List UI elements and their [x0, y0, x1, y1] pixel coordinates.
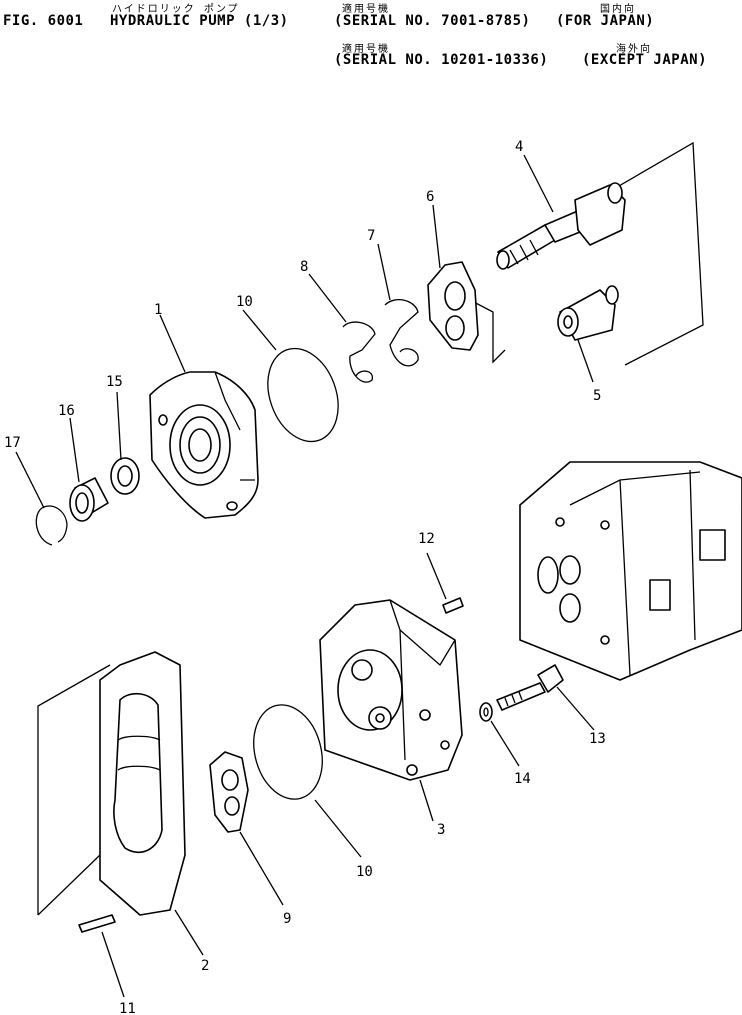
callout-17: 17 — [4, 435, 21, 451]
serial-tag-2: 適用号機 — [342, 44, 390, 55]
callout-10b: 10 — [356, 864, 373, 880]
callout-4: 4 — [515, 139, 523, 155]
callout-2: 2 — [201, 958, 209, 974]
callout-10a: 10 — [236, 294, 253, 310]
pin-12-part — [442, 597, 464, 614]
serial-tag-1: 適用号機 — [342, 4, 390, 15]
o-ring-lower-part — [253, 704, 323, 800]
callout-3: 3 — [437, 822, 445, 838]
plate-link-line — [469, 299, 506, 364]
drive-shaft-part — [496, 182, 626, 270]
pump-housing-part — [519, 461, 742, 681]
callout-9: 9 — [283, 911, 291, 927]
callout-5: 5 — [593, 388, 601, 404]
region-tag-2: 海外向 — [616, 44, 652, 55]
serial-range-2: (SERIAL NO. 10201-10336) — [334, 52, 549, 68]
gasket-plate-part — [209, 751, 249, 833]
seal-ring-15-inner — [117, 465, 133, 487]
title-en: HYDRAULIC PUMP (1/3) — [110, 13, 289, 29]
shaft-group-bracket — [611, 141, 704, 366]
region-tag-1: 国内向 — [600, 4, 636, 15]
callout-1: 1 — [154, 302, 162, 318]
region-2: (EXCEPT JAPAN) — [582, 52, 708, 68]
washer-14-hole — [483, 707, 489, 717]
callout-8: 8 — [300, 259, 308, 275]
front-cover-part — [149, 371, 259, 519]
callout-15: 15 — [106, 374, 123, 390]
bearing-16-part — [69, 477, 109, 522]
rear-plate-part — [99, 651, 186, 916]
region-1: (FOR JAPAN) — [556, 13, 655, 29]
driven-gear-part — [557, 285, 619, 341]
pin-11-part — [78, 914, 116, 933]
rear-assembly-bracket-lower — [37, 854, 101, 916]
callout-6: 6 — [426, 189, 434, 205]
seal-8-part — [342, 321, 376, 383]
callout-7: 7 — [367, 228, 375, 244]
callout-12: 12 — [418, 531, 435, 547]
pump-body-part — [319, 599, 463, 781]
rear-assembly-bracket — [37, 664, 111, 915]
title-jp: ハイドロリック ポンプ — [112, 4, 240, 15]
snap-ring-17-part — [35, 505, 68, 546]
callout-13: 13 — [589, 731, 606, 747]
seal-7-part — [384, 299, 419, 367]
fig-label: FIG. 6001 — [3, 13, 84, 29]
serial-range-1: (SERIAL NO. 7001-8785) — [334, 13, 531, 29]
callout-14: 14 — [514, 771, 531, 787]
side-plate-part — [427, 261, 479, 351]
callout-11: 11 — [119, 1001, 136, 1015]
callout-16: 16 — [58, 403, 75, 419]
bolt-13-part — [496, 664, 564, 711]
o-ring-upper-part — [267, 347, 339, 443]
washer-14-part — [479, 702, 493, 722]
